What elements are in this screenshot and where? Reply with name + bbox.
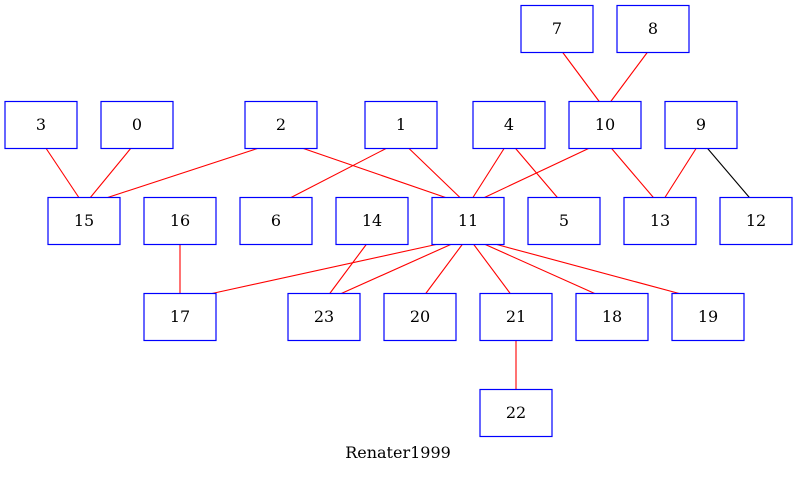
node-label: 3: [36, 115, 46, 134]
node-label: 20: [410, 307, 430, 326]
node-label: 14: [362, 211, 382, 230]
edge-3-15: [45, 148, 80, 198]
node-label: 8: [648, 19, 658, 38]
edge-11-23: [341, 243, 451, 295]
node-1: 1: [364, 100, 438, 150]
edge-9-12: [707, 148, 750, 198]
node-box: [527, 196, 601, 246]
edges-layer: [45, 52, 750, 390]
node-box: [244, 100, 318, 150]
edge-8-10: [610, 52, 648, 102]
node-5: 5: [527, 196, 601, 246]
node-box: [472, 100, 546, 150]
node-label: 1: [396, 115, 406, 134]
node-7: 7: [520, 4, 594, 54]
node-8: 8: [616, 4, 690, 54]
edge-2-15: [107, 147, 258, 199]
node-label: 11: [458, 211, 478, 230]
node-label: 9: [696, 115, 706, 134]
node-18: 18: [575, 292, 649, 342]
node-2: 2: [244, 100, 318, 150]
node-10: 10: [568, 100, 642, 150]
node-box: [335, 196, 409, 246]
node-label: 19: [698, 307, 718, 326]
node-label: 21: [506, 307, 526, 326]
node-label: 0: [132, 115, 142, 134]
node-label: 7: [552, 19, 562, 38]
node-label: 2: [276, 115, 286, 134]
node-box: [719, 196, 793, 246]
node-21: 21: [479, 292, 553, 342]
node-box: [568, 100, 642, 150]
edge-14-23: [329, 244, 367, 294]
diagram-caption: Renater1999: [345, 443, 451, 462]
node-label: 6: [271, 211, 281, 230]
node-box: [520, 4, 594, 54]
node-box: [239, 196, 313, 246]
node-12: 12: [719, 196, 793, 246]
node-label: 18: [602, 307, 622, 326]
node-box: [671, 292, 745, 342]
node-label: 5: [559, 211, 569, 230]
node-box: [479, 388, 553, 438]
node-label: 16: [170, 211, 190, 230]
node-box: [4, 100, 78, 150]
node-box: [143, 292, 217, 342]
node-box: [364, 100, 438, 150]
edge-2-11: [303, 147, 446, 199]
edge-10-13: [611, 148, 654, 198]
edge-11-18: [485, 243, 595, 295]
edge-1-11: [408, 148, 461, 198]
node-box: [143, 196, 217, 246]
node-label: 4: [504, 115, 514, 134]
edge-4-11: [472, 148, 505, 198]
node-box: [383, 292, 457, 342]
edge-11-17: [211, 243, 437, 295]
node-4: 4: [472, 100, 546, 150]
node-label: 22: [506, 403, 526, 422]
node-box: [431, 196, 505, 246]
node-label: 12: [746, 211, 766, 230]
node-3: 3: [4, 100, 78, 150]
node-box: [100, 100, 174, 150]
edge-1-6: [290, 148, 387, 198]
node-label: 10: [595, 115, 615, 134]
edge-0-15: [89, 148, 132, 198]
node-0: 0: [100, 100, 174, 150]
node-box: [623, 196, 697, 246]
edge-11-19: [496, 243, 680, 295]
node-13: 13: [623, 196, 697, 246]
edge-7-10: [562, 52, 600, 102]
node-16: 16: [143, 196, 217, 246]
edge-11-21: [473, 244, 511, 294]
node-label: 17: [170, 307, 190, 326]
edge-10-11: [484, 148, 589, 198]
node-box: [47, 196, 121, 246]
node-17: 17: [143, 292, 217, 342]
edge-9-13: [664, 148, 697, 198]
node-19: 19: [671, 292, 745, 342]
node-15: 15: [47, 196, 121, 246]
node-11: 11: [431, 196, 505, 246]
node-label: 13: [650, 211, 670, 230]
node-label: 15: [74, 211, 94, 230]
node-box: [479, 292, 553, 342]
node-6: 6: [239, 196, 313, 246]
node-9: 9: [664, 100, 738, 150]
node-23: 23: [287, 292, 361, 342]
node-14: 14: [335, 196, 409, 246]
node-box: [664, 100, 738, 150]
node-box: [616, 4, 690, 54]
node-box: [287, 292, 361, 342]
node-label: 23: [314, 307, 334, 326]
node-22: 22: [479, 388, 553, 438]
edge-11-20: [425, 244, 463, 294]
node-box: [575, 292, 649, 342]
node-20: 20: [383, 292, 457, 342]
